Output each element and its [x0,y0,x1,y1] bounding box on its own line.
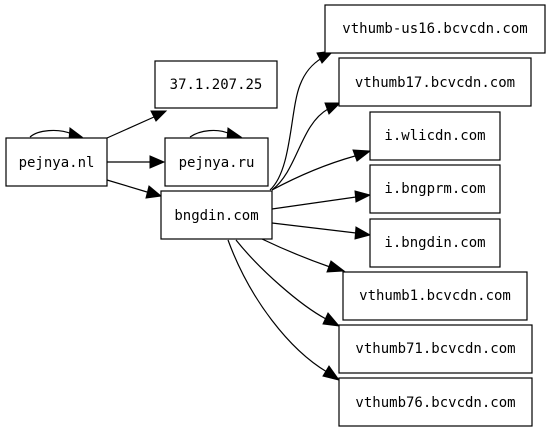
edge-bngdin-to-vthumb1 [261,238,346,273]
node-label: vthumb-us16.bcvcdn.com [342,21,527,37]
node-vthumb17: vthumb17.bcvcdn.com [338,57,532,107]
edge-bngdin-to-vthumb17 [271,102,342,191]
node-ip-address: 37.1.207.25 [154,60,278,109]
node-label: vthumb17.bcvcdn.com [355,75,515,91]
edge-pejnya-nl-to-pejnya-ru [107,155,166,169]
edge-bngdin-to-vthumb-us16 [269,50,335,191]
node-bngdin: bngdin.com [160,190,273,240]
edge-pejnya-nl-self-loop [29,127,84,141]
node-label: i.bngprm.com [384,181,485,197]
node-vthumb1: vthumb1.bcvcdn.com [342,271,528,321]
edge-pejnya-nl-to-ip [106,110,168,139]
node-vthumb76: vthumb76.bcvcdn.com [338,377,533,427]
node-i-bngdin: i.bngdin.com [369,218,501,268]
edge-bngdin-to-vthumb76 [227,239,341,381]
node-label: i.bngdin.com [384,235,485,251]
node-label: pejnya.nl [19,155,95,171]
node-label: 37.1.207.25 [170,77,263,93]
node-label: vthumb76.bcvcdn.com [355,395,515,411]
edge-bngdin-to-i-bngdin [271,222,372,240]
node-pejnya-nl: pejnya.nl [5,137,108,187]
edge-bngdin-to-i-bngprm [271,190,372,210]
node-label: vthumb1.bcvcdn.com [359,288,511,304]
node-label: pejnya.ru [179,155,255,171]
node-label: vthumb71.bcvcdn.com [355,341,515,357]
node-vthumb71: vthumb71.bcvcdn.com [338,324,533,374]
edge-pejnya-nl-to-bngdin [106,179,163,199]
node-i-bngprm: i.bngprm.com [369,164,501,214]
node-pejnya-ru: pejnya.ru [164,137,269,187]
edge-bngdin-to-i-wlicdn [271,149,372,191]
node-i-wlicdn: i.wlicdn.com [369,111,501,161]
edge-bngdin-to-vthumb71 [235,239,341,327]
node-label: bngdin.com [174,208,258,224]
node-label: i.wlicdn.com [384,128,485,144]
node-vthumb-us16: vthumb-us16.bcvcdn.com [324,4,546,54]
